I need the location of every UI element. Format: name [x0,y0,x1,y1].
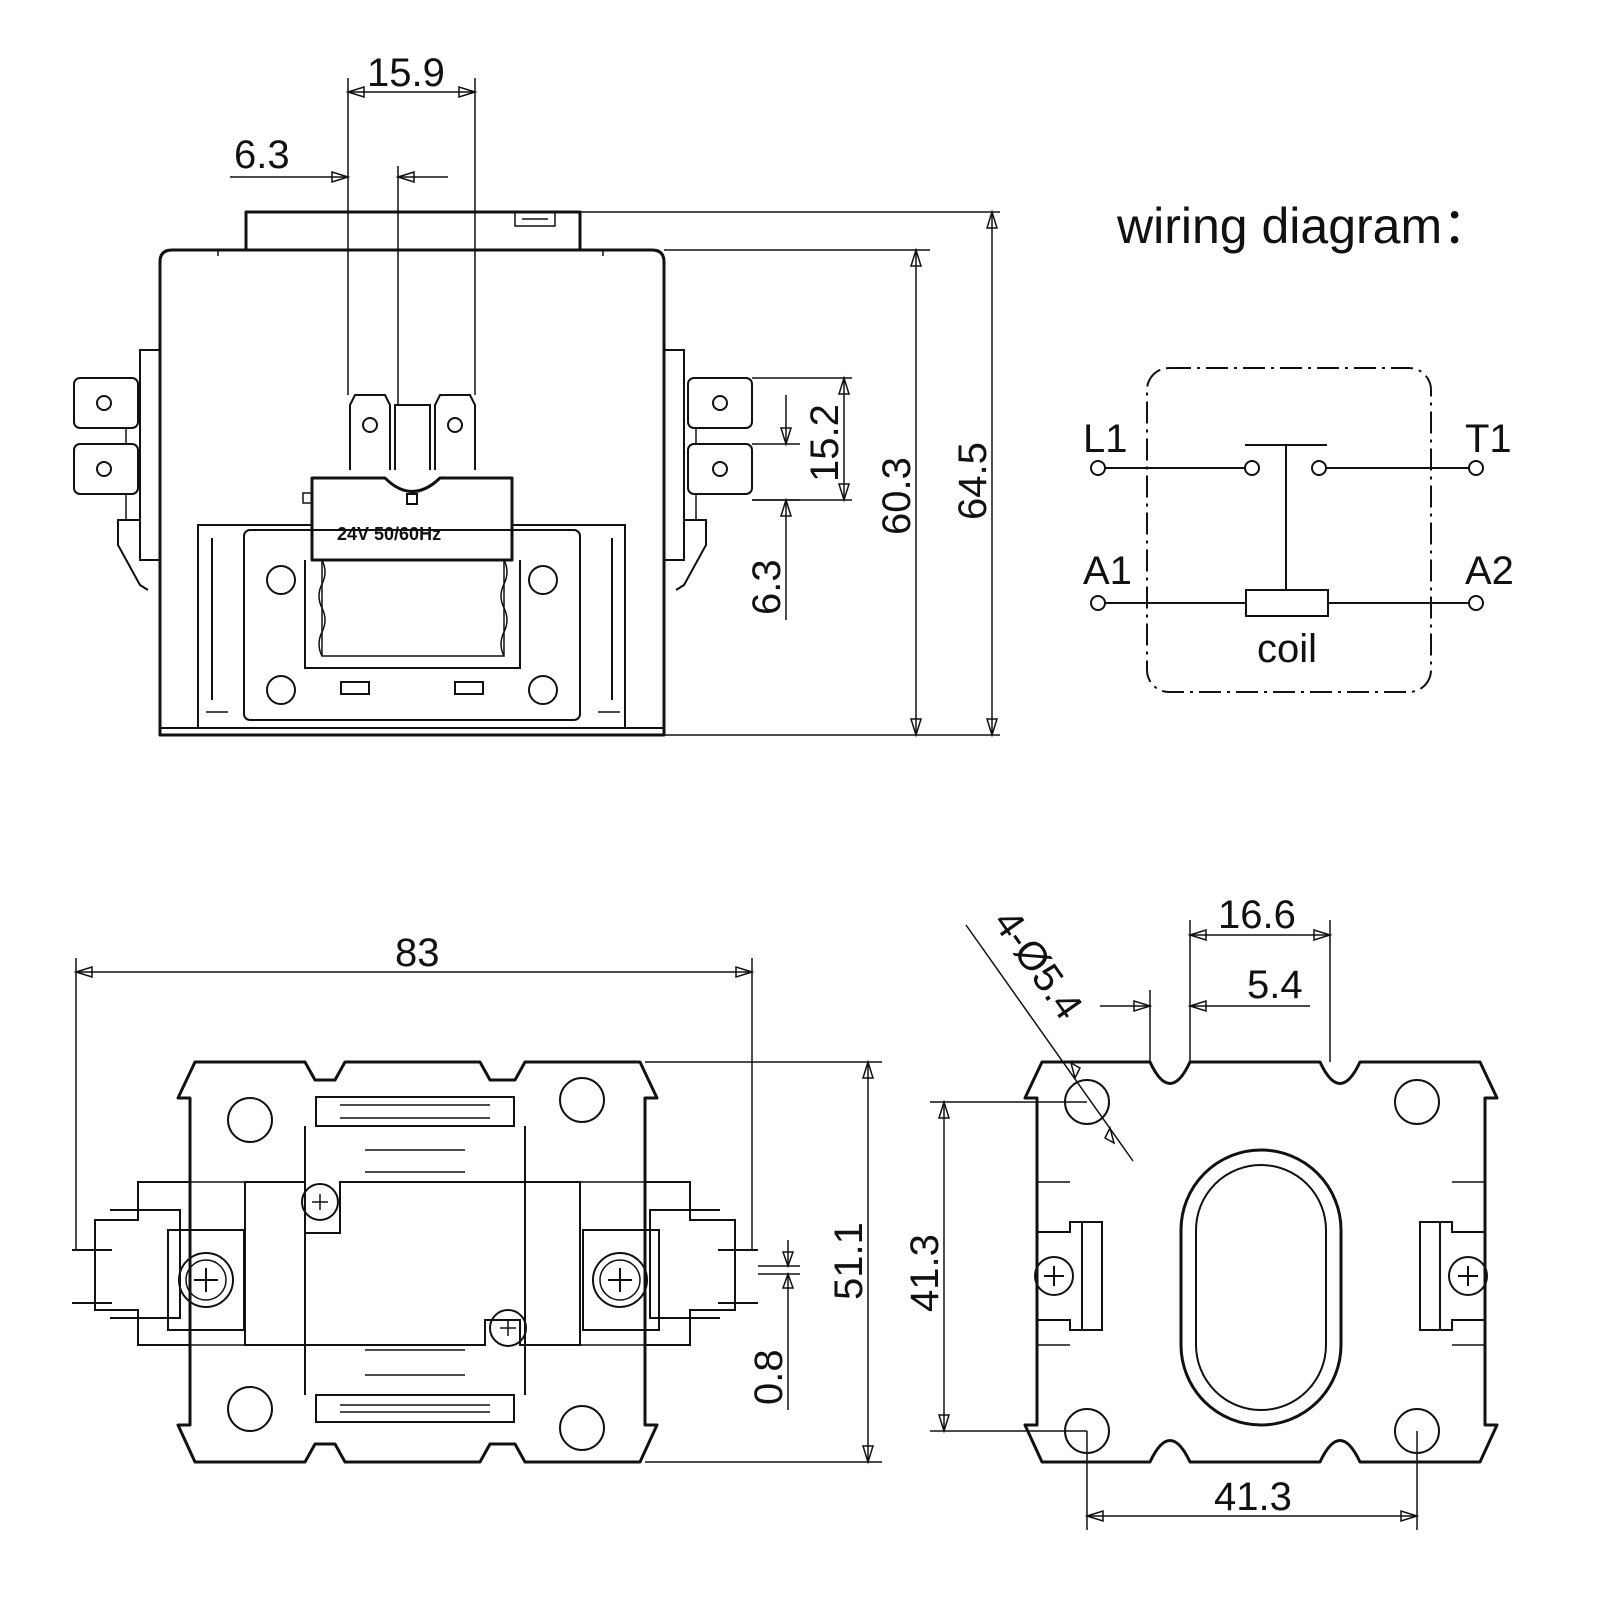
dim-5-4: 5.4 [1100,963,1310,1062]
right-terminal-plate [582,1229,660,1331]
coil-tab-right [434,394,476,470]
top-block-screw [514,212,556,227]
dim-label-51-1: 51.1 [827,1222,871,1300]
dim-label-64-5: 64.5 [951,442,995,520]
dim-41-3-horizontal: 41.3 [1084,1431,1420,1530]
mount-hole [559,1077,605,1123]
dim-83: 83 [73,931,755,1250]
coil-text: coil [1257,627,1317,671]
wire-node-contact-out [1311,460,1327,476]
oval-window-inner [1195,1164,1327,1411]
dim-label-16-6: 16.6 [1218,893,1296,937]
top-block [244,210,582,250]
wiring-enclosure [1146,367,1432,693]
dim-label-41-3-horizontal: 41.3 [1214,1475,1292,1519]
dim-41-3-vertical: 41.3 [903,1099,1087,1434]
left-terminal-block [94,1181,191,1346]
terminal-t1: T1 [1465,417,1512,461]
mount-hole [227,1386,273,1432]
coil-label-plate [310,476,514,562]
base-plate-view: 16.6 5.4 4-Ø5.4 41.3 41.3 [903,893,1499,1530]
left-terminal-screw-icon [178,1252,234,1308]
terminal-l1: L1 [1083,417,1128,461]
housing [158,248,666,737]
dim-15-9: 15.9 [345,51,478,395]
left-terminal-upper [73,377,139,429]
wire-node-l1 [1090,460,1106,476]
main-contact-lines [1106,444,1469,590]
right-terminal-pins [718,1249,758,1304]
dim-label-83: 83 [395,931,440,975]
dim-6-3-side: 6.3 [745,395,800,620]
dim-label-15-9: 15.9 [367,51,445,95]
wire-node-t1 [1468,460,1484,476]
frame-hole [528,565,558,595]
base-left-screw-icon [1034,1256,1074,1296]
screw-bottom-icon [489,1309,527,1347]
left-terminal-plate [167,1229,245,1331]
left-terminal-pins [72,1249,112,1304]
frame-hole [266,675,296,705]
coil-tab-center [394,404,431,470]
base-right-bracket [1419,1221,1485,1331]
terminal-a2: A2 [1465,549,1514,593]
coil-voltage-label: 24V 50/60Hz [337,524,441,544]
right-terminal-block [644,1181,736,1346]
dim-hole-spec: 4-Ø5.4 [965,902,1134,1162]
terminal-a1: A1 [1083,549,1132,593]
dim-60-3: 60.3 [664,247,1000,738]
screw-top-icon [301,1183,339,1221]
frame-hole [266,565,296,595]
dim-16-6: 16.6 [1187,893,1333,1062]
inner-frame [197,524,626,728]
dim-6-3-top: 6.3 [230,133,448,405]
coil-tab-left [349,394,391,470]
front-view: 24V 50/60Hz 15.9 6.3 15.2 [73,51,1000,738]
bottom-view: 83 51.1 0.8 [72,931,882,1465]
dim-label-6-3-top: 6.3 [234,133,290,177]
dim-64-5: 64.5 [580,209,1000,738]
right-side-clip [664,349,707,591]
dim-label-60-3: 60.3 [875,457,919,535]
base-left-bracket [1037,1221,1103,1331]
right-terminal-upper [687,377,753,429]
dim-0-8: 0.8 [747,1240,800,1410]
frame-hole [528,675,558,705]
coil-window [304,560,521,669]
core-plate [243,529,581,721]
bottom-outline [176,1060,659,1464]
dim-51-1: 51.1 [645,1059,882,1465]
base-right-screw-icon [1448,1256,1488,1296]
wiring-diagram: wiring diagram： L1 T1 A1 A2 coil [1083,198,1514,693]
wire-node-a2 [1468,595,1484,611]
base-plate-outline [1023,1060,1499,1464]
coil-symbol [1245,589,1329,617]
mount-hole [559,1405,605,1451]
dim-label-41-3-vertical: 41.3 [903,1234,947,1312]
dim-label-hole-spec: 4-Ø5.4 [985,902,1091,1027]
right-terminal-lower [687,443,753,495]
mount-hole [227,1097,273,1143]
dim-label-6-3-side: 6.3 [745,559,789,615]
dim-15-2: 15.2 [752,375,852,503]
center-bar [244,1181,581,1346]
dim-label-0-8: 0.8 [747,1349,791,1405]
wiring-title: wiring diagram： [1116,198,1492,254]
wire-node-a1 [1090,595,1106,611]
left-terminal-lower [73,443,139,495]
dim-label-5-4: 5.4 [1247,963,1303,1007]
oval-window-outer [1179,1148,1343,1427]
right-terminal-screw-icon [592,1252,648,1308]
dim-label-15-2: 15.2 [803,404,847,482]
center-channel [304,1096,526,1423]
base-hole [1394,1079,1440,1125]
wire-node-contact-in [1244,460,1260,476]
